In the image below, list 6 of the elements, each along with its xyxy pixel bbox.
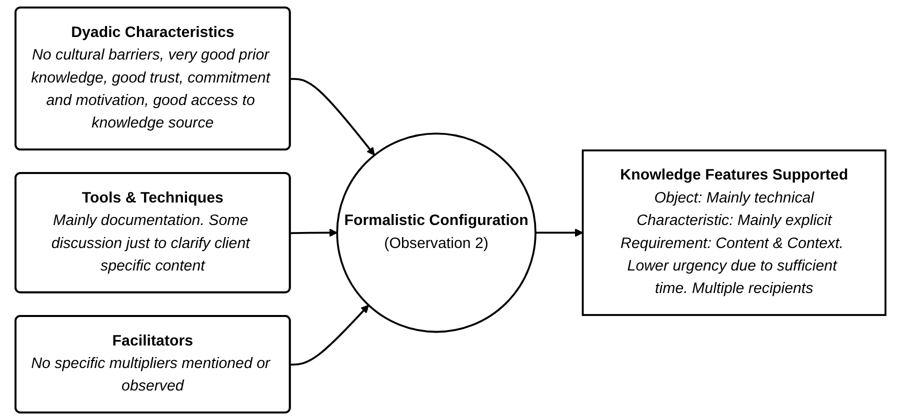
node-circle: Formalistic Configuration (Observation 2) (336, 132, 536, 333)
arrow (290, 304, 369, 366)
arrow (290, 78, 375, 156)
arrow (535, 228, 584, 237)
arrow (290, 228, 338, 237)
node-box: Knowledge Features Supported Object: Mainly technical Characteristic: Mainly explicit Requirement: Content & Context. Lower urgency due to sufficient time. Multiple recipients (582, 149, 886, 316)
